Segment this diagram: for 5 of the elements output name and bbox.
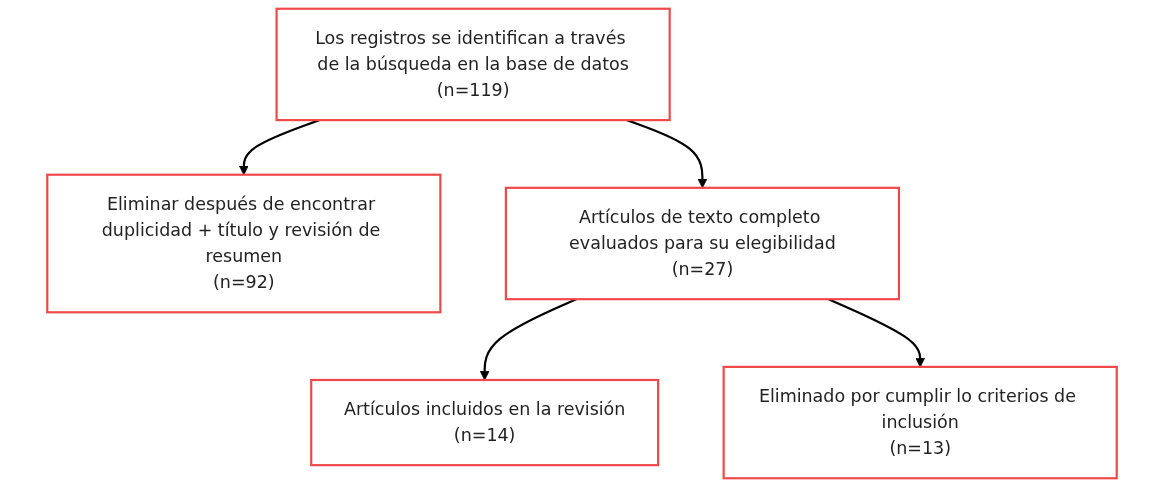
node-box: Los registros se identifican a través de la búsqueda en la base de datos (n=119) xyxy=(275,7,671,122)
node-box: Artículos de texto completo evaluados para su elegibilidad (n=27) xyxy=(504,186,901,301)
node-box: Eliminado por cumplir lo criterios de inclusión (n=13) xyxy=(722,365,1118,480)
node-box: Artículos incluidos en la revisión (n=14) xyxy=(310,378,660,467)
node-box: Eliminar después de encontrar duplicidad + título y revisión de resumen (n=92) xyxy=(46,173,442,314)
